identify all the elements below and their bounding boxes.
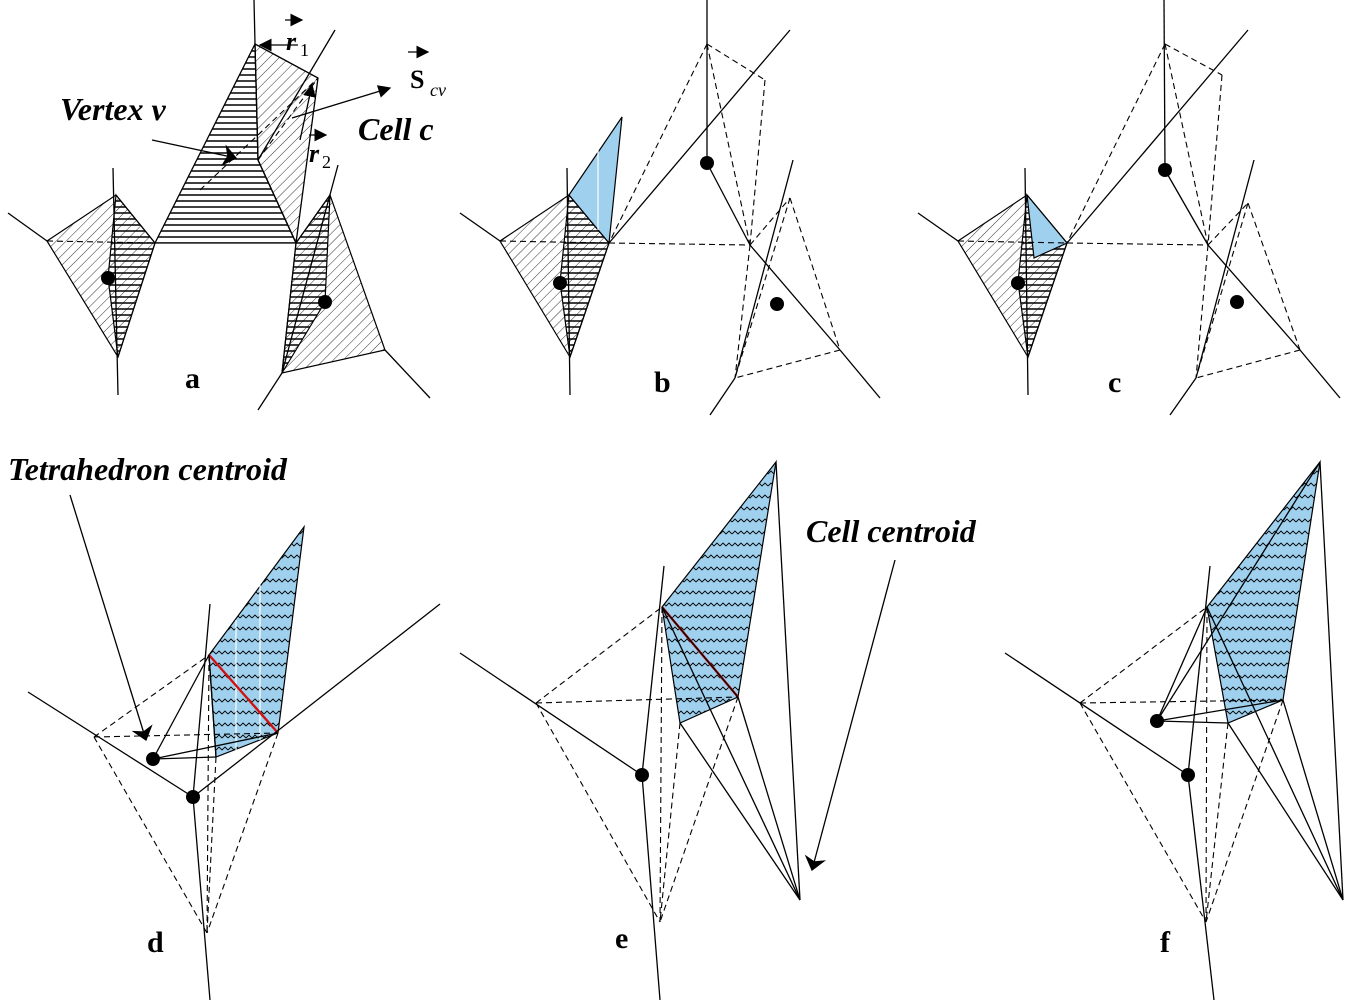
panel-label-b: b (654, 366, 671, 399)
vertex-dot (1011, 276, 1025, 290)
vertex-dot (1181, 768, 1195, 782)
tetrahedron-centroid-dot (146, 752, 160, 766)
vertex-label: Vertex v (60, 91, 167, 127)
vertex-dot (770, 297, 784, 311)
cell-centroid-label: Cell centroid (806, 513, 977, 549)
vertex-pointer (151, 139, 237, 167)
panel-label-c: c (1108, 366, 1121, 399)
cell-label: Cell c (358, 111, 434, 147)
panel-label-e: e (615, 922, 628, 955)
vertex-dot (318, 295, 332, 309)
panel-label-f: f (1160, 926, 1171, 959)
vertex-dot (1230, 295, 1244, 309)
vertex-dot (635, 768, 649, 782)
panel-a: Vertex v Cell c r 1 r 2 S cv a (7, 0, 446, 411)
svg-text:1: 1 (300, 40, 309, 60)
centroid-dot (1150, 714, 1164, 728)
vertex-dot (101, 271, 115, 285)
highlight-face (568, 116, 623, 245)
s-symbol: S (410, 65, 424, 94)
tetrahedron-centroid-label: Tetrahedron centroid (8, 451, 288, 487)
highlight-face (1206, 459, 1321, 724)
panel-e: Cell centroid e (459, 459, 977, 1001)
cell-centroid-pointer (804, 559, 896, 871)
highlight-face (661, 459, 777, 724)
vertex-dot (553, 276, 567, 290)
vertex-dot (186, 790, 200, 804)
panel-label-d: d (147, 926, 164, 959)
s-vector (291, 85, 392, 119)
vertex-dot (1158, 163, 1172, 177)
r2-vector (299, 83, 316, 141)
r2-symbol: r (309, 139, 320, 168)
svg-text:2: 2 (322, 152, 331, 172)
highlight-face (1026, 193, 1068, 259)
highlight-face (208, 524, 305, 758)
panel-label-a: a (185, 362, 200, 395)
r1-symbol: r (286, 27, 297, 56)
tetrahedron-centroid-pointer (69, 494, 153, 741)
panel-d: Tetrahedron centroid d (8, 451, 441, 1001)
panel-c: c (917, 0, 1341, 416)
left-cell-striped (107, 193, 156, 358)
panel-b: b (459, 0, 881, 416)
vertex-dot (700, 156, 714, 170)
panel-f: f (1004, 459, 1344, 1001)
svg-text:cv: cv (430, 80, 446, 100)
